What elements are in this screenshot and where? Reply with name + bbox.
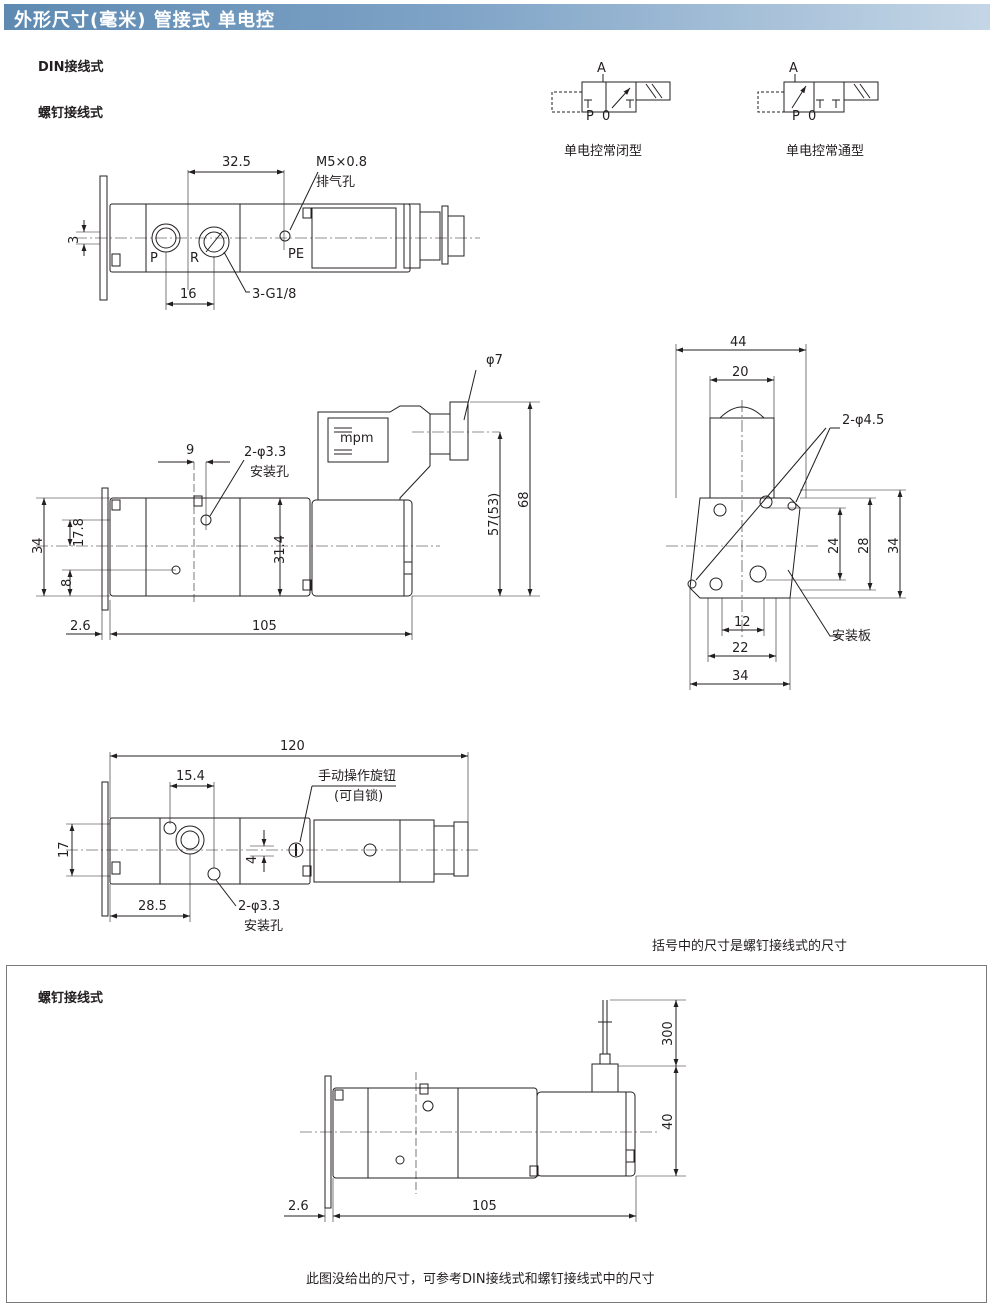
dim-4: 4 — [245, 856, 260, 864]
view-bottom: 120 15.4 手动操作旋钮 (可自锁) 17 4 28.5 2-φ3.3 安… — [57, 739, 480, 934]
dim-57-53: 57(53) — [487, 493, 502, 536]
screw-section-note: 此图没给出的尺寸，可参考DIN接线式和螺钉接线式中的尺寸 — [306, 1272, 655, 1287]
symbol-nc-port-0: 0 — [602, 109, 610, 124]
dim-28: 28 — [857, 537, 872, 554]
dim-17-8: 17.8 — [72, 518, 87, 547]
normally-closed-label: 单电控常闭型 — [564, 144, 643, 159]
dim-24: 24 — [827, 537, 842, 554]
thread-g18: 3-G1/8 — [252, 287, 296, 302]
dim-20: 20 — [732, 365, 749, 380]
view-screw-terminal: 300 40 2.6 105 — [284, 999, 686, 1222]
port-pe-label: PE — [288, 247, 304, 262]
port-p-label: P — [150, 251, 158, 266]
title-bar: 外形尺寸(毫米) 管接式 单电控 — [4, 4, 990, 31]
dim-105: 105 — [252, 619, 277, 634]
screw-type-label: 螺钉接线式 — [38, 106, 104, 121]
page-title: 外形尺寸(毫米) 管接式 单电控 — [14, 10, 275, 31]
self-lock-label: (可自锁) — [334, 788, 383, 804]
dim-44: 44 — [730, 335, 747, 350]
symbol-no-port-0: 0 — [808, 109, 816, 124]
dim-15-4: 15.4 — [176, 769, 205, 784]
normally-open-label: 单电控常通型 — [786, 144, 865, 159]
symbol-no-port-p: P — [792, 109, 800, 124]
dim-hole-2-phi-4-5: 2-φ4.5 — [842, 413, 884, 428]
dim-40: 40 — [661, 1113, 676, 1130]
symbol-nc-port-a: A — [597, 61, 606, 76]
port-r-label: R — [190, 251, 199, 266]
dim-68: 68 — [517, 491, 532, 508]
symbol-no-port-a: A — [789, 61, 798, 76]
screw-terminal-section — [6, 965, 987, 1303]
mount-plate-label: 安装板 — [832, 629, 871, 644]
dim-12: 12 — [734, 615, 751, 630]
dim-2-6: 2.6 — [70, 619, 91, 634]
bracket-note: 括号中的尺寸是螺钉接线式的尺寸 — [652, 939, 848, 954]
dim-hole-2-phi-3-3-bottom: 2-φ3.3 — [238, 899, 280, 914]
dim-phi-7: φ7 — [486, 353, 503, 368]
symbol-nc-port-p: P — [586, 109, 594, 124]
dim-120: 120 — [280, 739, 305, 754]
symbol-normally-open: A P 0 — [757, 61, 879, 124]
dim-16: 16 — [180, 287, 197, 302]
dim-34: 34 — [31, 537, 46, 554]
exhaust-hole-label: 排气孔 — [316, 174, 355, 190]
dim-3: 3 — [67, 236, 82, 244]
dim-31-4: 31.4 — [273, 535, 288, 564]
dim-34-bottom: 34 — [732, 669, 749, 684]
symbol-normally-closed: A P 0 — [551, 61, 671, 124]
screw-section-label: 螺钉接线式 — [38, 991, 104, 1006]
dim-9: 9 — [186, 443, 194, 458]
din-type-label: DIN接线式 — [38, 60, 104, 75]
view-side: 44 20 2-φ4.5 24 28 34 12 22 34 安装板 — [666, 335, 906, 690]
dim-28-5: 28.5 — [138, 899, 167, 914]
mount-hole-label: 安装孔 — [250, 465, 289, 480]
dim-2-6-screw: 2.6 — [288, 1199, 309, 1214]
dim-34-side: 34 — [887, 537, 902, 554]
mpm-logo: mpm — [340, 431, 374, 446]
dim-17: 17 — [57, 841, 72, 858]
dim-8: 8 — [60, 579, 75, 587]
dim-105-screw: 105 — [472, 1199, 497, 1214]
view-front: mpm 9 2-φ3.3 安装孔 φ7 34 17.8 8 31.4 — [31, 353, 540, 640]
dim-m5: M5×0.8 — [316, 155, 367, 170]
dim-300: 300 — [661, 1021, 676, 1046]
manual-knob-label: 手动操作旋钮 — [318, 768, 396, 784]
view-top: 32.5 M5×0.8 排气孔 3 P R PE 16 3-G1/8 — [67, 155, 480, 310]
dim-hole-2-phi-3-3: 2-φ3.3 — [244, 445, 286, 460]
dim-32-5: 32.5 — [222, 155, 251, 170]
mount-hole-label-bottom: 安装孔 — [244, 919, 283, 934]
dim-22: 22 — [732, 641, 749, 656]
